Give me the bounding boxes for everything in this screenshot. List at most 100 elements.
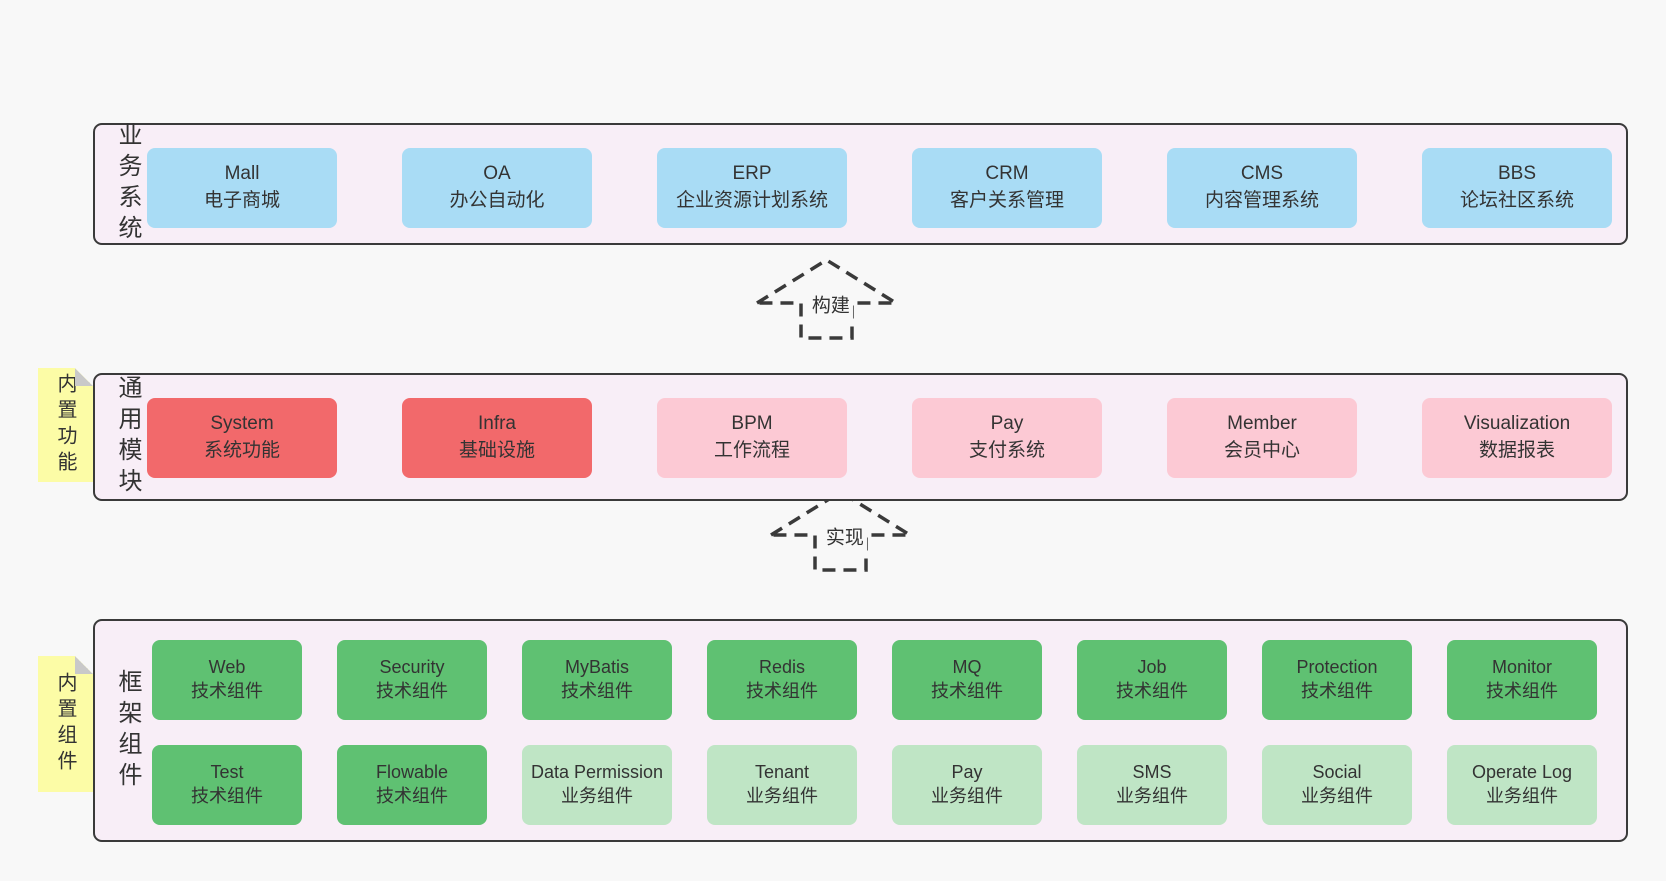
box-erp: ERP 企业资源计划系统 <box>657 148 847 228</box>
box-title: Monitor <box>1491 657 1553 678</box>
box-subtitle: 技术组件 <box>746 681 818 701</box>
box-title: Flowable <box>375 762 449 783</box>
box-subtitle: 企业资源计划系统 <box>675 190 828 211</box>
arrow-implement-label: 实现 <box>822 521 867 551</box>
box-title: Operate Log <box>1471 762 1573 783</box>
box-subtitle: 技术组件 <box>931 681 1003 701</box>
box-title: System <box>210 413 274 435</box>
band-business-systems: 业务系统 Mall 电子商城 OA 办公自动化 ERP 企业资源计划系统 CRM… <box>93 122 1628 246</box>
box-oa: OA 办公自动化 <box>402 148 592 228</box>
box-bbs: BBS 论坛社区系统 <box>1422 148 1612 228</box>
box-title: Security <box>379 657 445 678</box>
box-tenant: Tenant 业务组件 <box>707 745 857 825</box>
box-title: Infra <box>477 413 517 435</box>
box-title: ERP <box>732 163 772 185</box>
folded-corner-icon <box>75 656 93 674</box>
sticky-note-label: 内置组件 <box>54 672 76 776</box>
common-modules-row: System 系统功能 Infra 基础设施 BPM 工作流程 Pay 支付系统… <box>147 398 1612 478</box>
box-bpm: BPM 工作流程 <box>657 398 847 478</box>
box-protection: Protection 技术组件 <box>1262 640 1412 720</box>
box-subtitle: 支付系统 <box>968 440 1045 461</box>
band-label-common-modules: 通用模块 <box>114 375 141 499</box>
box-subtitle: 技术组件 <box>561 681 633 701</box>
box-web: Web 技术组件 <box>152 640 302 720</box>
band-label-business-systems: 业务系统 <box>114 122 141 246</box>
box-test: Test 技术组件 <box>152 745 302 825</box>
box-job: Job 技术组件 <box>1077 640 1227 720</box>
framework-components-row-1: Web 技术组件 Security 技术组件 MyBatis 技术组件 Redi… <box>152 640 1597 720</box>
box-crm: CRM 客户关系管理 <box>912 148 1102 228</box>
box-pay-component: Pay 业务组件 <box>892 745 1042 825</box>
box-title: Tenant <box>754 762 810 783</box>
box-subtitle: 技术组件 <box>376 681 448 701</box>
box-title: Protection <box>1296 657 1378 678</box>
box-subtitle: 数据报表 <box>1478 440 1555 461</box>
box-title: CMS <box>1240 163 1284 185</box>
box-subtitle: 论坛社区系统 <box>1459 190 1574 211</box>
box-subtitle: 技术组件 <box>1116 681 1188 701</box>
box-title: OA <box>483 163 511 185</box>
box-mybatis: MyBatis 技术组件 <box>522 640 672 720</box>
box-title: Visualization <box>1463 413 1571 435</box>
box-member: Member 会员中心 <box>1167 398 1357 478</box>
box-subtitle: 业务组件 <box>561 786 633 806</box>
box-subtitle: 业务组件 <box>746 786 818 806</box>
box-title: Redis <box>758 657 806 678</box>
sticky-note-label: 内置功能 <box>54 373 76 477</box>
sticky-note-built-in-features: 内置功能 <box>38 368 93 482</box>
box-title: Web <box>208 657 246 678</box>
sticky-note-built-in-components: 内置组件 <box>38 656 93 792</box>
box-title: MyBatis <box>564 657 629 678</box>
box-subtitle: 业务组件 <box>1301 786 1373 806</box>
box-subtitle: 内容管理系统 <box>1204 190 1319 211</box>
box-subtitle: 基础设施 <box>458 440 535 461</box>
box-title: Job <box>1137 657 1167 678</box>
box-subtitle: 技术组件 <box>191 786 263 806</box>
arrow-build-label: 构建 <box>808 289 853 319</box>
box-redis: Redis 技术组件 <box>707 640 857 720</box>
box-title: Test <box>210 762 244 783</box>
box-title: CRM <box>985 163 1029 185</box>
box-mq: MQ 技术组件 <box>892 640 1042 720</box>
box-subtitle: 会员中心 <box>1223 440 1300 461</box>
box-subtitle: 技术组件 <box>1486 681 1558 701</box>
box-monitor: Monitor 技术组件 <box>1447 640 1597 720</box>
box-title: Pay <box>951 762 983 783</box>
box-cms: CMS 内容管理系统 <box>1167 148 1357 228</box>
folded-corner-icon <box>75 368 93 386</box>
box-visualization: Visualization 数据报表 <box>1422 398 1612 478</box>
box-subtitle: 客户关系管理 <box>949 190 1064 211</box>
arrow-build: 构建 <box>754 256 899 342</box>
box-title: Member <box>1227 413 1297 435</box>
framework-components-row-2: Test 技术组件 Flowable 技术组件 Data Permission … <box>152 745 1597 825</box>
box-subtitle: 电子商城 <box>203 190 280 211</box>
box-title: BBS <box>1497 163 1537 185</box>
box-title: Data Permission <box>530 762 664 783</box>
box-flowable: Flowable 技术组件 <box>337 745 487 825</box>
box-system: System 系统功能 <box>147 398 337 478</box>
box-title: BPM <box>731 413 773 435</box>
box-title: MQ <box>952 657 982 678</box>
dashed-up-arrow-icon <box>754 257 899 340</box>
box-mall: Mall 电子商城 <box>147 148 337 228</box>
box-security: Security 技术组件 <box>337 640 487 720</box>
box-subtitle: 技术组件 <box>191 681 263 701</box>
box-title: Pay <box>990 413 1024 435</box>
box-subtitle: 系统功能 <box>203 440 280 461</box>
box-pay-system: Pay 支付系统 <box>912 398 1102 478</box>
box-subtitle: 业务组件 <box>1486 786 1558 806</box>
box-title: Social <box>1312 762 1362 783</box>
box-sms: SMS 业务组件 <box>1077 745 1227 825</box>
box-operate-log: Operate Log 业务组件 <box>1447 745 1597 825</box>
box-title: Mall <box>224 163 260 185</box>
band-common-modules: 通用模块 System 系统功能 Infra 基础设施 BPM 工作流程 Pay… <box>93 373 1628 501</box>
box-subtitle: 工作流程 <box>713 440 790 461</box>
business-systems-row: Mall 电子商城 OA 办公自动化 ERP 企业资源计划系统 CRM 客户关系… <box>147 148 1612 228</box>
box-subtitle: 技术组件 <box>1301 681 1373 701</box>
box-subtitle: 业务组件 <box>931 786 1003 806</box>
box-social: Social 业务组件 <box>1262 745 1412 825</box>
box-subtitle: 办公自动化 <box>449 190 545 211</box>
box-subtitle: 技术组件 <box>376 786 448 806</box>
box-data-permission: Data Permission 业务组件 <box>522 745 672 825</box>
band-label-framework-components: 框架组件 <box>114 668 141 793</box>
